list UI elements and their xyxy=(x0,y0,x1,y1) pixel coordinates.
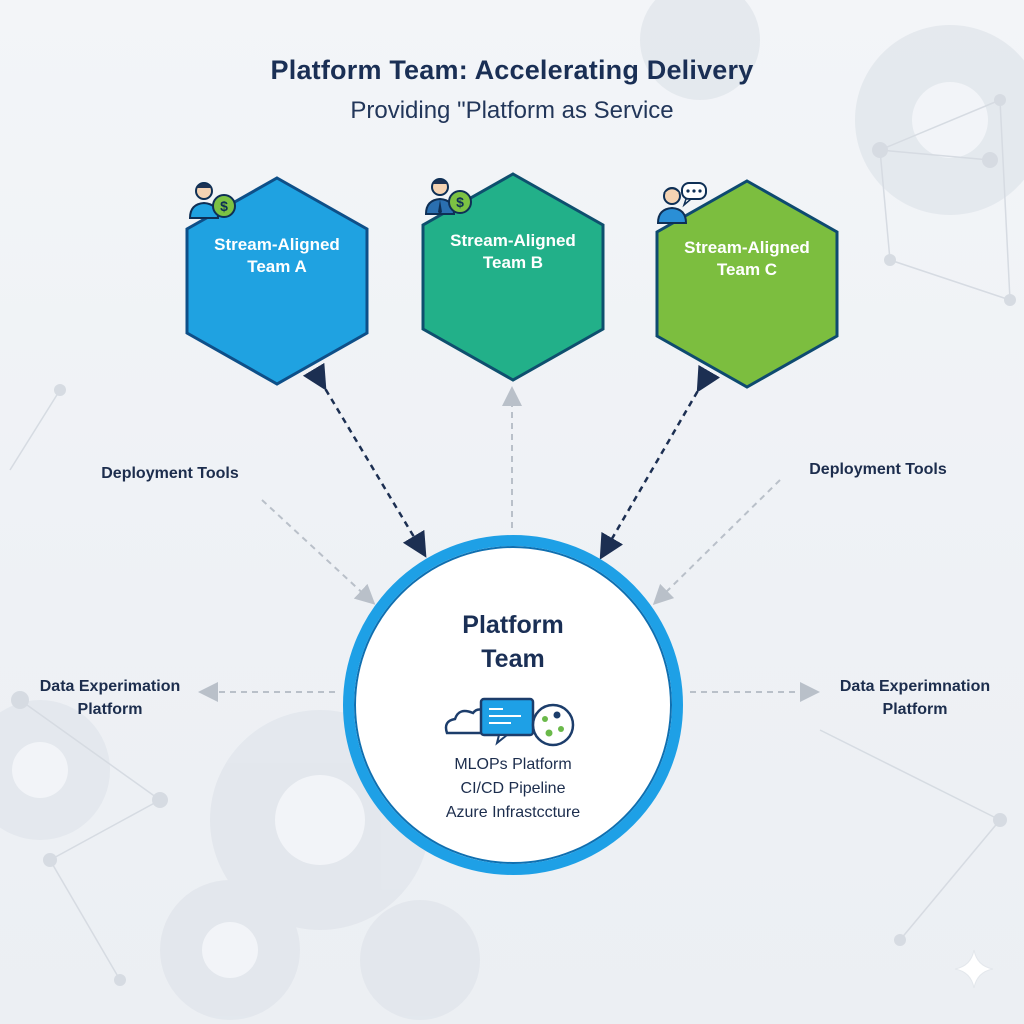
platform-title-line1: Platform xyxy=(462,611,564,639)
sparkle-icon xyxy=(954,949,994,989)
hexagon-shape xyxy=(421,172,605,382)
deployment-tools-left-label: Deployment Tools xyxy=(101,465,239,482)
person-with-dollar-coin-icon: $ xyxy=(424,178,472,215)
team-c-hexagon[interactable]: Stream-Aligned Team C xyxy=(654,179,840,389)
team-c-label-line2: Team C xyxy=(716,260,778,279)
team-b-hexagon[interactable]: Stream-Aligned Team B $ xyxy=(420,172,606,382)
platform-team-circle[interactable]: Platform Team MLOPs Platform CI/CD Pipel… xyxy=(343,535,683,875)
data-right-line2: Platform xyxy=(882,701,948,718)
platform-offerings-list: MLOPs Platform CI/CD Pipeline Azure Infr… xyxy=(354,753,672,825)
deployment-tools-right-label: Deployment Tools xyxy=(809,461,947,478)
team-a-label-line2: Team A xyxy=(247,257,307,276)
svg-text:$: $ xyxy=(220,198,228,214)
data-experimation-left-label: Data Experimation Platform xyxy=(20,675,200,721)
arrow-team-a-platform xyxy=(302,362,427,558)
person-with-dollar-coin-icon: $ xyxy=(188,182,236,219)
platform-title-line2: Team xyxy=(481,645,545,673)
hexagon-shape xyxy=(655,179,839,389)
cloud-monitor-gear-icon xyxy=(444,697,575,747)
team-b-label: Stream-Aligned Team B xyxy=(420,230,606,274)
platform-team-title: Platform Team xyxy=(354,608,672,676)
cicd-pipeline-item: CI/CD Pipeline xyxy=(460,780,566,797)
data-left-line1: Data Experimation xyxy=(39,678,181,695)
svg-text:$: $ xyxy=(456,194,464,210)
data-right-line1: Data Experimnation xyxy=(839,678,991,695)
team-c-label: Stream-Aligned Team C xyxy=(654,237,840,281)
team-a-hexagon[interactable]: Stream-Aligned Team A $ xyxy=(184,176,370,386)
mlops-platform-item: MLOPs Platform xyxy=(454,756,572,773)
person-with-speech-bubble-icon xyxy=(656,182,707,224)
hexagon-shape xyxy=(185,176,369,386)
page-title: Platform Team: Accelerating Delivery xyxy=(270,55,754,85)
arrow-team-c-platform xyxy=(599,364,721,560)
arrow-deployment-left xyxy=(261,499,376,605)
page-subtitle: Providing "Platform as Service xyxy=(350,97,674,124)
team-a-label-line1: Stream-Aligned xyxy=(214,235,340,254)
team-a-label: Stream-Aligned Team A xyxy=(184,234,370,278)
team-c-label-line1: Stream-Aligned xyxy=(684,238,810,257)
team-b-label-line2: Team B xyxy=(482,253,544,272)
data-left-line2: Platform xyxy=(77,701,143,718)
data-experimnation-right-label: Data Experimnation Platform xyxy=(815,675,1015,721)
azure-infrastructure-item: Azure Infrastccture xyxy=(445,804,581,821)
team-b-label-line1: Stream-Aligned xyxy=(450,231,576,250)
arrow-deployment-right xyxy=(652,479,781,606)
